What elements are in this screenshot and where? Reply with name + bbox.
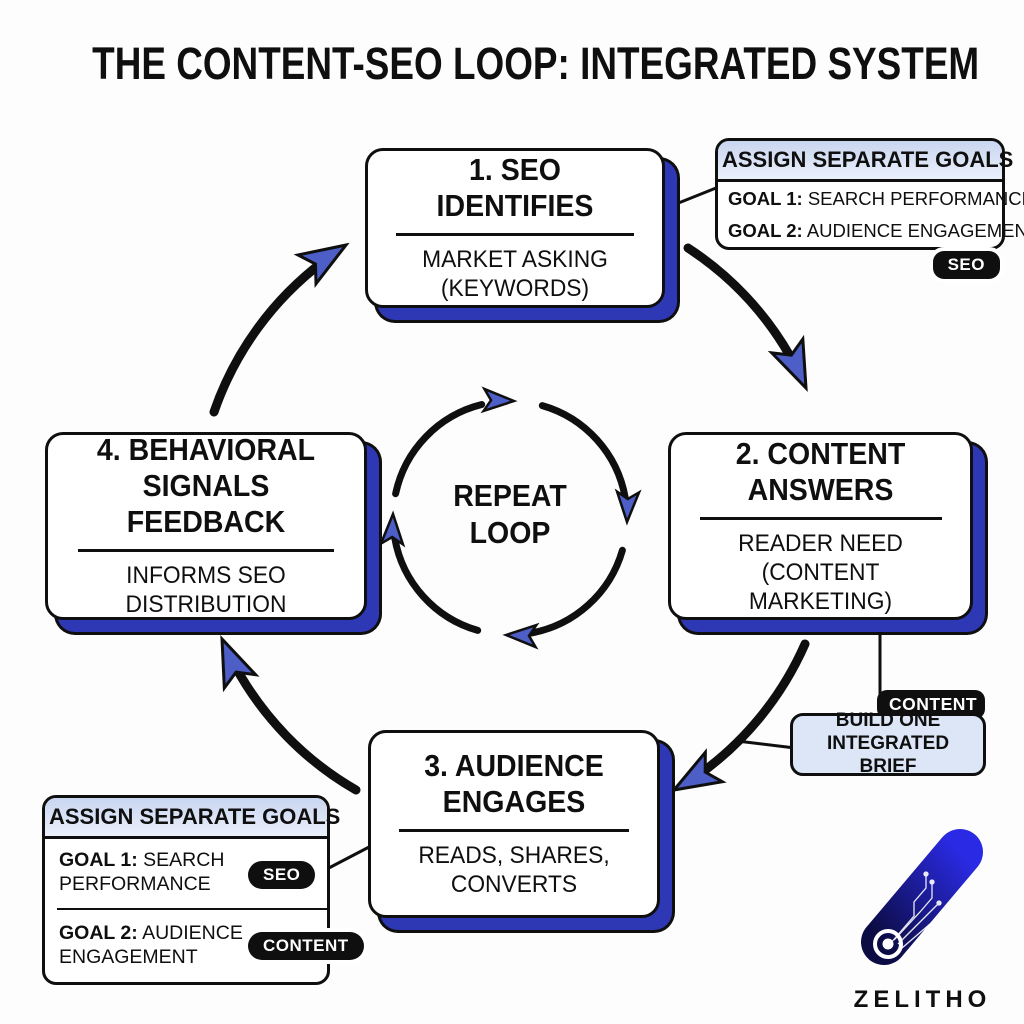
goal-1-row-bl: GOAL 1: SEARCH PERFORMANCE bbox=[45, 839, 260, 906]
step-2-box: 2. CONTENT ANSWERS READER NEED (CONTENT … bbox=[668, 432, 973, 620]
step-1-title: 1. SEO IDENTIFIES bbox=[436, 152, 594, 224]
goal-1-row: GOAL 1: SEARCH PERFORMANCE bbox=[718, 182, 1024, 216]
goal-2-label: GOAL 2: bbox=[728, 219, 803, 241]
z-glyph bbox=[856, 824, 988, 972]
loop-arrowhead-right-icon bbox=[614, 488, 642, 526]
step-2-subtitle: READER NEED (CONTENT MARKETING) bbox=[738, 529, 903, 616]
step-3-divider bbox=[398, 829, 630, 833]
loop-arrowhead-bottom-icon bbox=[502, 622, 540, 650]
cycle-arrow-3-to-4 bbox=[229, 659, 361, 795]
repeat-loop-label: REPEAT LOOP bbox=[453, 478, 567, 550]
loop-arc-sw bbox=[391, 534, 482, 634]
page-title: THE CONTENT-SEO LOOP: INTEGRATED SYSTEM bbox=[92, 38, 980, 89]
cycle-arrowhead-1-to-2-icon bbox=[767, 334, 808, 392]
cycle-arrow-4-to-1 bbox=[209, 256, 329, 417]
circuit-node-icon bbox=[873, 929, 903, 959]
integrated-brief-box: BUILD ONE INTEGRATED BRIEF bbox=[790, 710, 986, 777]
assign-goals-callout-bottom-left: ASSIGN SEPARATE GOALS GOAL 1: SEARCH PER… bbox=[42, 795, 364, 985]
goal-1-text-bl: SEARCH PERFORMANCE bbox=[59, 849, 225, 896]
cycle-arrowhead-3-to-4-icon bbox=[220, 635, 260, 693]
step-4-box: 4. BEHAVIORAL SIGNALS FEEDBACK INFORMS S… bbox=[45, 432, 367, 620]
cycle-arrowhead-2-to-3-icon bbox=[670, 748, 727, 793]
zelitho-z-icon bbox=[856, 824, 988, 972]
connector-goals-to-step3 bbox=[324, 844, 372, 872]
step-4-title: 4. BEHAVIORAL SIGNALS FEEDBACK bbox=[96, 432, 316, 540]
cycle-arrow-2-to-3 bbox=[692, 639, 810, 781]
step-3-subtitle: READS, SHARES, CONVERTS bbox=[418, 842, 610, 899]
step-3-box: 3. AUDIENCE ENGAGES READS, SHARES, CONVE… bbox=[368, 730, 660, 918]
seo-badge: SEO bbox=[932, 251, 1000, 280]
step-3-title: 3. AUDIENCE ENGAGES bbox=[424, 748, 604, 820]
goal-rows-divider bbox=[57, 907, 327, 910]
loop-arc-se bbox=[526, 546, 626, 637]
loop-arrowhead-top-icon bbox=[480, 386, 518, 414]
step-1-subtitle: MARKET ASKING (KEYWORDS) bbox=[422, 246, 608, 303]
goal-2-row: GOAL 2: AUDIENCE ENGAGEMENT bbox=[718, 216, 1024, 248]
goal-2-label-bl: GOAL 2: bbox=[59, 921, 138, 944]
connector-brief-to-arrow bbox=[736, 739, 796, 750]
goal-2-row-bl: GOAL 2: AUDIENCE ENGAGEMENT bbox=[45, 912, 260, 979]
goal-2-text-bl: AUDIENCE ENGAGEMENT bbox=[59, 921, 243, 969]
step-1-box: 1. SEO IDENTIFIES MARKET ASKING (KEYWORD… bbox=[365, 148, 665, 308]
assign-goals-header: ASSIGN SEPARATE GOALS bbox=[718, 141, 1013, 182]
cycle-arrowhead-4-to-1-icon bbox=[293, 242, 350, 289]
step-1-divider bbox=[396, 233, 634, 237]
step-4-divider bbox=[77, 549, 335, 553]
cycle-arrow-1-to-2 bbox=[683, 243, 795, 361]
circuit-traces-icon bbox=[889, 871, 946, 949]
goal-1-label: GOAL 1: bbox=[728, 188, 803, 209]
goal-1-label-bl: GOAL 1: bbox=[59, 849, 138, 871]
zelitho-brand-name: ZELITHO bbox=[853, 986, 992, 1013]
goal-2-text: AUDIENCE ENGAGEMENT bbox=[806, 219, 1024, 241]
assign-goals-callout-top-right: ASSIGN SEPARATE GOALS GOAL 1: SEARCH PER… bbox=[715, 138, 1024, 280]
step-2-divider bbox=[699, 516, 942, 520]
connector-step1-to-goals bbox=[665, 186, 717, 210]
content-badge-bl: CONTENT bbox=[248, 932, 364, 960]
seo-badge-bl: SEO bbox=[248, 861, 316, 889]
loop-arrowhead-left-icon bbox=[378, 510, 406, 548]
step-2-title: 2. CONTENT ANSWERS bbox=[735, 435, 906, 507]
goal-1-text: SEARCH PERFORMANCE bbox=[807, 188, 1024, 209]
step-4-subtitle: INFORMS SEO DISTRIBUTION bbox=[125, 562, 287, 619]
assign-goals-header-bl: ASSIGN SEPARATE GOALS bbox=[45, 798, 340, 839]
